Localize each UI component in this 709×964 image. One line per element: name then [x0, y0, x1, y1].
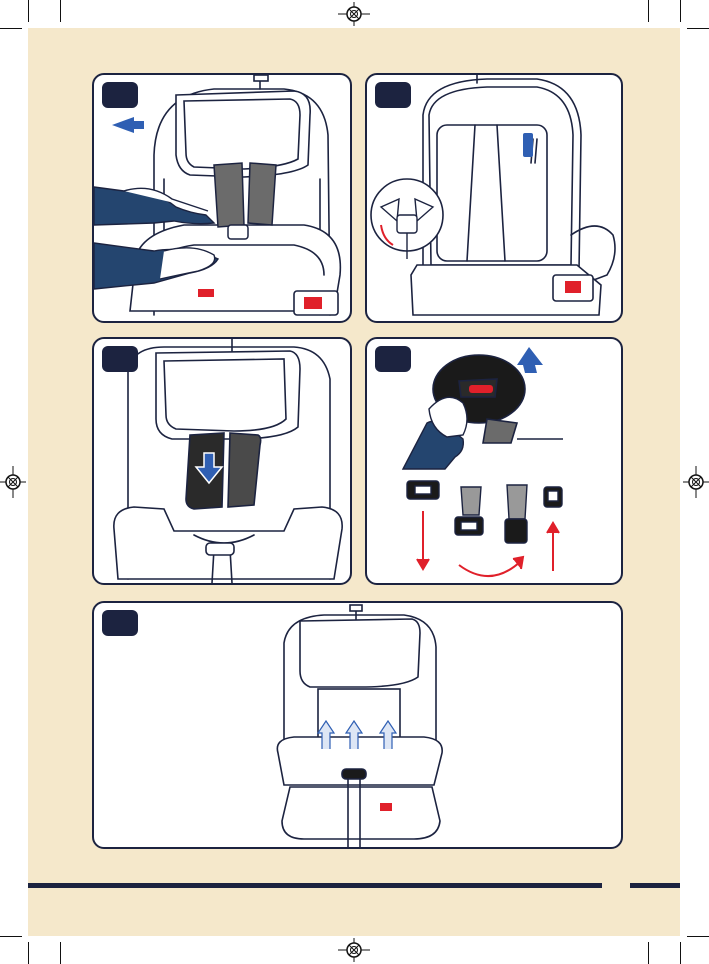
step-3-panel — [92, 337, 352, 585]
registration-mark-icon — [683, 466, 709, 498]
arrow-up-icon — [318, 721, 396, 749]
step-1-panel — [92, 73, 352, 323]
step-5-panel — [92, 601, 623, 849]
step-2-badge — [375, 82, 411, 108]
footer-bar — [28, 883, 602, 888]
arrow-up-icon — [517, 347, 543, 373]
registration-mark-icon — [338, 2, 370, 26]
arrow-left-icon — [112, 117, 144, 133]
hand — [403, 397, 467, 469]
step-4-panel — [365, 337, 623, 585]
step-2-illustration — [367, 75, 621, 321]
registration-mark-icon — [0, 466, 26, 498]
step-3-badge — [102, 346, 138, 372]
step-5-badge — [102, 610, 138, 636]
footer-tab — [630, 883, 680, 888]
registration-mark-icon — [338, 938, 370, 962]
step-4-illustration — [367, 339, 621, 583]
step-5-illustration — [94, 603, 621, 847]
step-4-badge — [375, 346, 411, 372]
step-3-illustration — [94, 339, 350, 583]
step-1-illustration — [94, 75, 350, 321]
step-1-badge — [102, 82, 138, 108]
step-2-panel — [365, 73, 623, 323]
